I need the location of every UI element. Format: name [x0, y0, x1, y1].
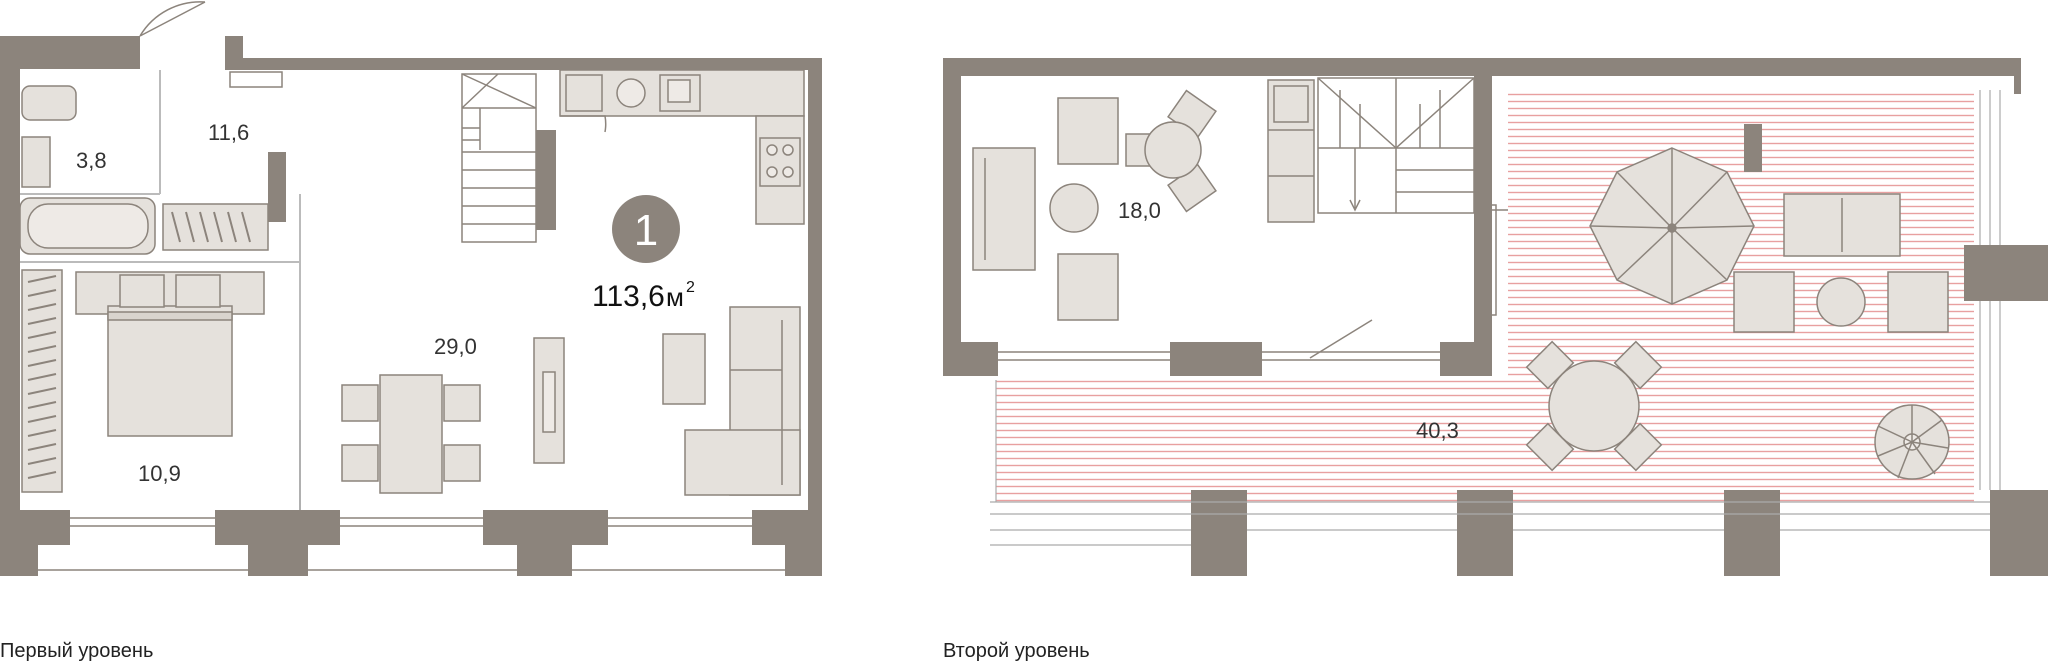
- armchair-bottom: [1057, 253, 1119, 321]
- apartment-badge: 1 113,6 м 2: [592, 195, 695, 313]
- terrace-umbrella: [1589, 147, 1755, 305]
- side-table: [1049, 183, 1099, 233]
- stairs-level-2: [1317, 77, 1475, 214]
- terrace-dining-table: [1525, 340, 1663, 472]
- level-1-plan: [0, 1, 822, 576]
- total-area-unit: м: [666, 282, 684, 312]
- hob: [565, 74, 603, 112]
- sofa: [662, 306, 801, 496]
- total-area: 113,6: [592, 280, 665, 313]
- washing-machine: [616, 78, 646, 108]
- room-area-level2-room: 18,0: [1118, 198, 1161, 223]
- bedroom-wardrobe: [21, 269, 63, 493]
- coffee-table: [662, 333, 706, 405]
- hallway-wardrobe: [162, 203, 269, 251]
- bathroom-fixtures: [19, 85, 156, 255]
- level-2-walls: [943, 58, 2048, 576]
- room-area-hallway: 11,6: [208, 120, 249, 145]
- kitchen: [559, 69, 805, 225]
- lounge-sofa: [972, 147, 1036, 271]
- stove: [759, 137, 801, 187]
- level-2-plan: [943, 58, 2048, 576]
- terrace-side-table: [1816, 277, 1866, 327]
- level-2-windows: [998, 204, 1508, 361]
- total-area-unit-sup: 2: [686, 279, 695, 296]
- level-1-windows: [38, 517, 785, 571]
- room-area-bathroom: 3,8: [76, 148, 107, 173]
- terrace-armchair-left: [1733, 271, 1795, 333]
- room-area-living: 29,0: [434, 334, 477, 359]
- armchair-top: [1057, 97, 1119, 165]
- level-2-lounge: [972, 89, 1217, 321]
- bed: [75, 271, 265, 437]
- level-1-caption: Первый уровень: [0, 640, 154, 662]
- room-area-bedroom: 10,9: [138, 461, 181, 486]
- level-2-caption: Второй уровень: [943, 640, 1090, 662]
- terrace-lounge: [1733, 193, 1949, 333]
- level-2-cabinet: [1267, 79, 1315, 223]
- terrace-armchair-right: [1887, 271, 1949, 333]
- tv-unit: [533, 337, 565, 464]
- level-1-walls: [0, 36, 822, 576]
- terrace-railing: [990, 90, 2001, 546]
- entrance-door: [139, 1, 283, 88]
- apartment-number-circle: [612, 195, 680, 263]
- room-area-terrace: 40,3: [1416, 418, 1459, 443]
- toilet: [21, 85, 77, 121]
- apartment-number: 1: [634, 206, 658, 255]
- round-dining-table: [1144, 121, 1202, 179]
- dining-table: [341, 374, 481, 494]
- stairs-level-1: [461, 73, 537, 243]
- sink: [21, 136, 51, 188]
- spiral-staircase: [1874, 404, 1950, 480]
